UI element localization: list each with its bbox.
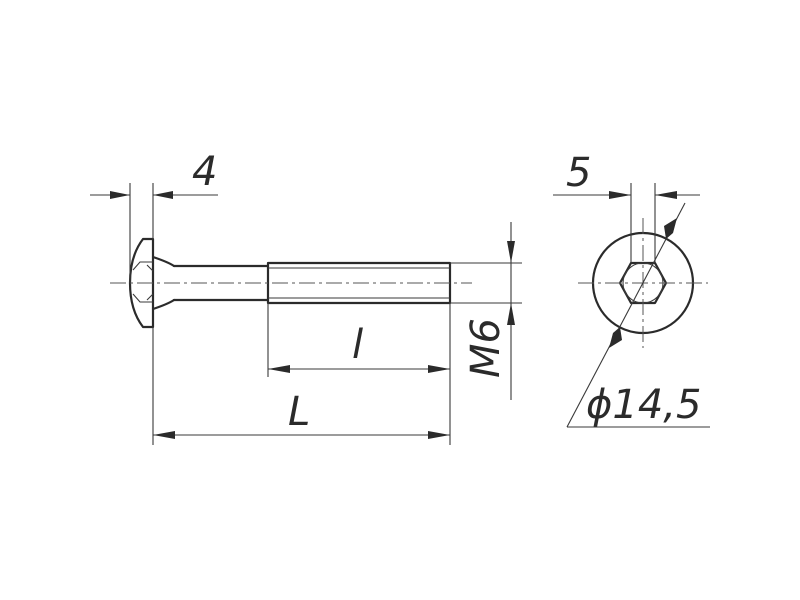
dimension-total-length: L (152, 327, 450, 445)
dimension-label-hex-socket: 5 (566, 150, 591, 196)
dimension-label-thread: M6 (463, 318, 509, 378)
dimension-thread-length: l (267, 303, 451, 445)
dimension-thread: M6 (450, 222, 522, 400)
dimension-head-diameter: ϕ14,5 (566, 202, 710, 428)
head-socket-lines (132, 261, 154, 303)
bolt-side-view (110, 237, 472, 329)
dimension-label-head-diameter: ϕ14,5 (586, 382, 701, 428)
bolt-shank (172, 264, 270, 302)
dimension-label-thread-length: l (352, 322, 363, 368)
dimension-hex-socket: 5 (553, 150, 700, 263)
dimension-head-height: 4 (90, 149, 218, 283)
dimension-label-total-length: L (288, 389, 310, 435)
dimension-label-head-height: 4 (192, 149, 217, 195)
bolt-neck (151, 255, 176, 311)
